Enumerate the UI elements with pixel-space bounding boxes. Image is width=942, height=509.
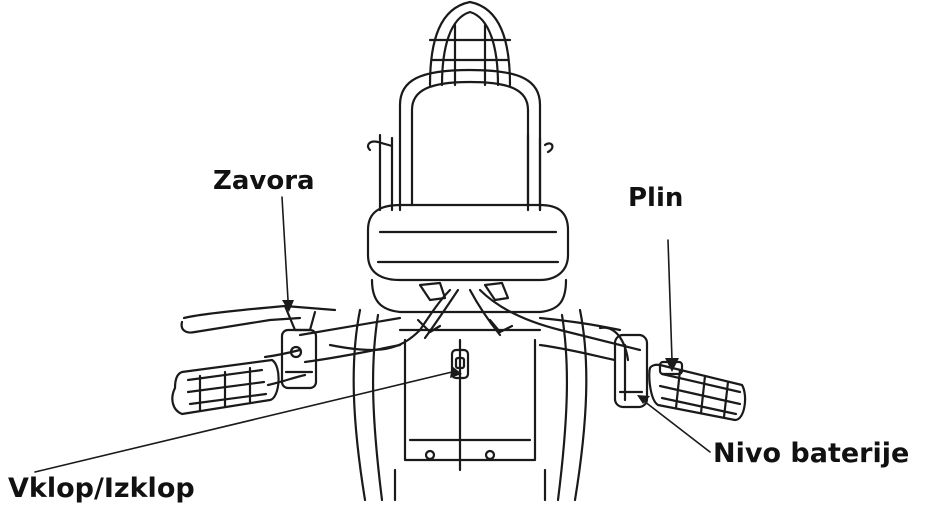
power-switch-arrow-icon — [450, 366, 462, 378]
steering-column — [352, 308, 588, 502]
throttle-leader — [667, 239, 673, 361]
throttle-label: Plin — [628, 183, 684, 213]
battery-arrow-icon — [637, 395, 650, 404]
front-fork-top — [428, 0, 512, 87]
power-switch-leader — [34, 371, 453, 473]
left-grip — [171, 358, 280, 416]
battery-level-leader — [639, 397, 711, 453]
throttle-housing — [613, 333, 649, 409]
power-switch-label: Vklop/Izklop — [8, 473, 195, 504]
brake-arrow-icon — [282, 300, 294, 312]
cables — [328, 281, 642, 352]
handlebar-clamp — [366, 203, 570, 314]
side-posts — [366, 133, 554, 212]
brake-lever — [180, 304, 337, 390]
brake-leader — [281, 196, 289, 301]
power-switch-button — [450, 348, 470, 380]
throttle-arrow-icon — [665, 358, 679, 372]
left-handlebar — [263, 316, 402, 387]
battery-level-label: Nivo baterije — [713, 438, 910, 469]
brake-label: Zavora — [213, 166, 315, 196]
right-grip — [648, 360, 747, 422]
headlight-housing — [398, 68, 542, 212]
leader-lines — [34, 196, 711, 473]
